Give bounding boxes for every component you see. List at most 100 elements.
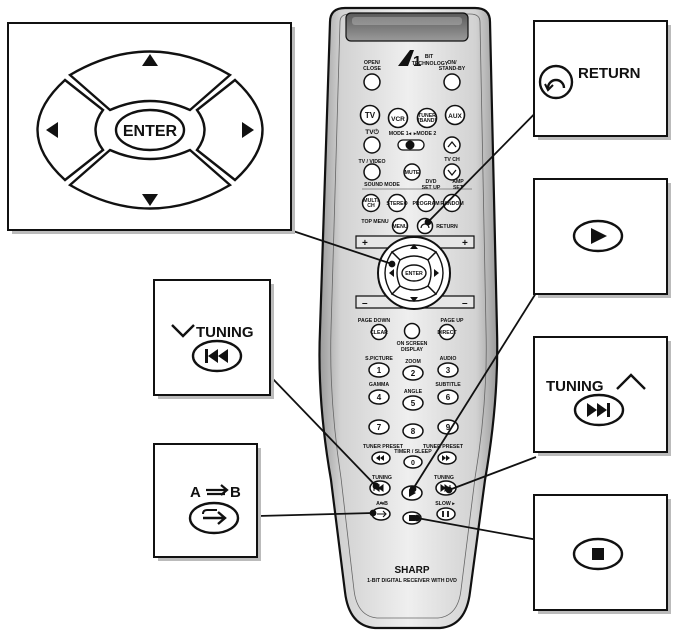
svg-text:PROGRAM: PROGRAM [412, 201, 439, 207]
chevron-up-icon [616, 373, 646, 390]
svg-text:SET: SET [453, 185, 464, 191]
tv-ch-up-button[interactable] [443, 136, 461, 154]
return-arrow-icon [546, 78, 566, 89]
right-arrow-icon [242, 122, 254, 138]
digit-6-button[interactable] [437, 389, 459, 405]
svg-text:STEREO: STEREO [386, 201, 407, 207]
svg-text:VCR: VCR [391, 116, 405, 123]
ab-label: A⇆B [376, 500, 388, 507]
vcr-button[interactable] [387, 107, 409, 129]
tv-ch-label: TV CH [444, 157, 460, 163]
mute-button[interactable] [403, 163, 421, 181]
svg-text:BIT: BIT [425, 54, 434, 60]
program-button[interactable] [416, 193, 436, 213]
digit-7-button[interactable] [368, 419, 390, 435]
ab-repeat-icon [206, 484, 229, 496]
svg-text:0: 0 [411, 460, 415, 467]
callout-left-button[interactable] [36, 78, 105, 182]
digit-3-button[interactable] [437, 362, 459, 378]
callout-enter-button[interactable] [114, 108, 186, 152]
skip-back-icon [205, 349, 208, 363]
callout-tuning-down: TUNING [153, 279, 274, 399]
remote-pause-button[interactable] [436, 507, 456, 521]
svg-text:TECHNOLOGY: TECHNOLOGY [412, 61, 449, 67]
callout-return-label: RETURN [578, 65, 641, 82]
open-close-label-2: CLOSE [363, 66, 381, 72]
on-standby-button[interactable] [443, 73, 461, 91]
svg-text:S.PICTURE: S.PICTURE [365, 356, 393, 362]
svg-text:MULTI: MULTI [363, 198, 379, 204]
random-button[interactable] [442, 193, 462, 213]
callout-ab-repeat: A B [153, 443, 261, 561]
down-arrow-icon [142, 194, 158, 206]
brand-logo: SHARP [394, 565, 429, 576]
svg-text:SET UP: SET UP [422, 185, 441, 191]
svg-text:MENU: MENU [392, 224, 408, 230]
svg-text:6: 6 [446, 393, 451, 402]
svg-text:TV: TV [365, 111, 376, 120]
svg-text:3: 3 [446, 366, 451, 375]
osd-label-1: ON SCREEN [397, 341, 428, 347]
svg-text:AMP: AMP [452, 179, 464, 185]
callout-play [533, 178, 671, 298]
tv-power-button[interactable] [363, 136, 381, 154]
number-keys: 1 2 3 4 5 6 7 8 9 [368, 362, 459, 439]
svg-text:4: 4 [377, 393, 382, 402]
svg-text:CH: CH [367, 203, 375, 209]
callout-tuning-up: TUNING [533, 336, 671, 456]
svg-text:CLEAR: CLEAR [370, 330, 388, 336]
callout-enter-pad: ENTER [7, 22, 295, 234]
open-close-button[interactable] [363, 73, 381, 91]
digit-0-button[interactable] [403, 455, 423, 469]
tv-video-button[interactable] [363, 163, 381, 181]
page-up-label: PAGE UP [441, 318, 465, 324]
svg-text:DVD: DVD [426, 179, 437, 185]
callout-return-button[interactable] [538, 64, 574, 100]
svg-text:8: 8 [411, 427, 416, 436]
svg-text:RANDOM: RANDOM [440, 201, 463, 207]
direct-button[interactable] [438, 323, 456, 341]
callout-down-button[interactable] [67, 148, 233, 210]
digit-4-button[interactable] [368, 389, 390, 405]
svg-text:DIRECT: DIRECT [437, 330, 457, 336]
svg-text:AUX: AUX [448, 113, 462, 120]
tv-ch-down-button[interactable] [443, 163, 461, 181]
digit-5-button[interactable] [402, 395, 424, 411]
tuning-label-right: TUNING [434, 475, 454, 481]
open-close-label-1: OPEN/ [364, 60, 381, 66]
callout-return: RETURN [533, 20, 671, 140]
stop-icon [592, 548, 604, 560]
svg-text:–: – [362, 298, 368, 309]
on-screen-display-button[interactable] [403, 322, 421, 340]
tv-button[interactable] [359, 104, 381, 126]
callout-ab-a: A [190, 484, 201, 501]
clear-button[interactable] [370, 323, 388, 341]
tuner-band-button[interactable] [416, 107, 438, 129]
return-label: RETURN [436, 224, 458, 230]
svg-text:SOUND MODE: SOUND MODE [364, 182, 400, 188]
digit-1-button[interactable] [368, 362, 390, 378]
svg-text:ENTER: ENTER [405, 271, 423, 277]
remote-enter-button[interactable] [401, 264, 427, 282]
svg-text:ANGLE: ANGLE [404, 389, 423, 395]
digit-2-button[interactable] [402, 365, 424, 381]
digit-8-button[interactable] [402, 423, 424, 439]
stereo-button[interactable] [387, 193, 407, 213]
aux-button[interactable] [444, 104, 466, 126]
multi-ch-button[interactable] [361, 193, 381, 213]
up-arrow-icon [142, 54, 158, 66]
top-menu-button[interactable] [391, 217, 409, 235]
callout-right-button[interactable] [195, 78, 264, 182]
callout-ab-b: B [230, 484, 241, 501]
tagline: 1-BIT DIGITAL RECEIVER WITH DVD [367, 578, 457, 584]
sound-mode-section: SOUND MODE DVD SET UP AMP SET MULTI CH S… [361, 179, 472, 213]
callout-up-button[interactable] [67, 50, 233, 112]
ab-arrow-icon [203, 511, 227, 525]
svg-text:AUDIO: AUDIO [440, 356, 457, 362]
page-down-label: PAGE DOWN [358, 318, 390, 324]
callout-stop [533, 494, 671, 614]
play-icon [591, 228, 607, 244]
top-menu-label: TOP MENU [361, 219, 388, 225]
